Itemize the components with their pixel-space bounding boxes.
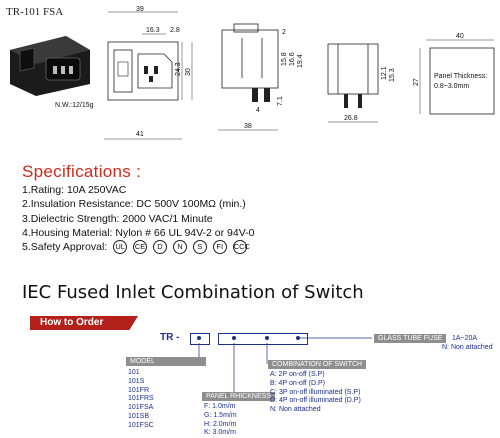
side-view-drawing: 12.1 15.3 26.8 — [327, 43, 396, 123]
s-approval-icon: S — [192, 240, 207, 255]
panel-option: H: 2.0m/m — [204, 420, 237, 428]
dim-label: 16.3 — [146, 27, 160, 34]
spec-item-safety: 5.Safety Approval: UL CE D N S FI CCC — [22, 240, 255, 255]
switch-option: N: Non attached — [270, 406, 321, 414]
model-option: 101FSA — [128, 404, 154, 412]
specifications-heading: Specifications : — [22, 162, 142, 181]
switch-options: A: 2P on-off (S.P) B: 4P on-off (D.P) C:… — [270, 371, 361, 415]
switch-code-dot — [265, 336, 269, 340]
panel-thickness-tag: PANEL RHICKNESS — [202, 392, 275, 401]
product-code: TR-101 FSA — [6, 6, 64, 18]
model-tag: MODEL — [126, 357, 206, 366]
combination-of-switch-tag: COMBINATION OF SWITCH — [268, 360, 367, 369]
switch-option: D: 4P on-off illuminated (D.P) — [270, 397, 361, 405]
panel-cutout-drawing: 40 27 Panel Thickness: 0.8~3.0mm — [413, 33, 495, 115]
n-approval-icon: N — [172, 240, 187, 255]
dim-label: 19.4 — [297, 54, 304, 68]
model-code-box — [190, 333, 210, 345]
dim-label: 30 — [185, 68, 192, 76]
option-code-box — [218, 333, 308, 345]
spec-item-label: 5.Safety Approval: — [22, 241, 108, 254]
d-approval-icon: D — [153, 240, 167, 255]
model-option: 101FRS — [128, 395, 154, 403]
spec-item: 3.Dielectric Strength: 2000 VAC/1 Minute — [22, 212, 213, 225]
dim-label: 41 — [136, 131, 144, 138]
dim-label: 4 — [256, 107, 260, 114]
model-option: 101 — [128, 369, 140, 376]
specifications-list: 1.Rating: 10A 250VAC 2.Insulation Resist… — [22, 183, 255, 255]
dim-label: 24.3 — [175, 62, 182, 76]
model-option: 101FR — [128, 386, 150, 394]
panel-option: K: 3.0m/m — [204, 429, 236, 437]
dim-label: 7.1 — [277, 96, 284, 106]
spec-item: 2.Insulation Resistance: DC 500V 100MΩ (… — [22, 198, 246, 211]
dim-label: 12.1 — [381, 66, 388, 80]
switch-option: C: 3P on-off illuminated (S.P) — [270, 388, 361, 396]
dim-label: 40 — [456, 33, 464, 40]
front-view-drawing: 39 16.3 2.8 24.3 30 41 — [104, 6, 193, 140]
model-options: 101 101S 101FR 101FRS 101FSA 101SB 101FS… — [128, 369, 154, 431]
dim-label: 38 — [244, 123, 252, 130]
main-heading: IEC Fused Inlet Combination of Switch — [22, 282, 364, 303]
panel-code-dot — [232, 336, 236, 340]
net-weight: N.W.:12/15g — [55, 102, 94, 109]
model-code-dot — [197, 336, 201, 340]
model-option: 101FSC — [128, 421, 154, 429]
panel-note-title: Panel Thickness: — [434, 73, 487, 80]
dim-label: 15.8 — [281, 52, 288, 66]
panel-option: G: 1.5m/m — [204, 411, 237, 419]
ul-approval-icon: UL — [113, 240, 128, 255]
dim-label: 27 — [413, 78, 420, 86]
dim-label: 2.8 — [170, 27, 180, 34]
panel-option: F: 1.0m/m — [204, 403, 236, 410]
model-option: 101S — [128, 377, 145, 385]
dim-label: 2 — [282, 29, 286, 36]
glass-tube-fuse-tag: GLASS TUBE FUSE — [374, 334, 447, 343]
ccc-approval-icon: CCC — [232, 240, 250, 255]
switch-option: A: 2P on-off (S.P) — [270, 371, 325, 378]
top-view-drawing: 2 15.8 16.6 19.4 7.1 4 38 — [218, 23, 304, 131]
glass-tube-fuse-value: 1A~20A — [452, 335, 478, 342]
how-to-order-label: How to Order — [30, 316, 138, 330]
dim-label: 15.3 — [389, 68, 396, 82]
order-prefix: TR - — [160, 332, 180, 343]
product-photo — [10, 36, 90, 96]
dim-label: 39 — [136, 6, 144, 13]
spec-item: 4.Housing Material: Nylon # 66 UL 94V-2 … — [22, 226, 255, 239]
ce-approval-icon: CE — [133, 240, 148, 255]
switch-option: B: 4P on-off (D.P) — [270, 379, 325, 387]
dim-label: 16.6 — [289, 52, 296, 66]
panel-note-value: 0.8~3.0mm — [434, 83, 469, 90]
model-option: 101SB — [128, 412, 150, 420]
panel-thickness-options: F: 1.0m/m G: 1.5m/m H: 2.0m/m K: 3.0m/m — [204, 403, 237, 438]
fi-approval-icon: FI — [212, 240, 227, 255]
spec-item: 1.Rating: 10A 250VAC — [22, 184, 127, 196]
glass-tube-fuse-note: N: Non attached — [442, 344, 493, 351]
dim-label: 26.8 — [344, 115, 358, 122]
